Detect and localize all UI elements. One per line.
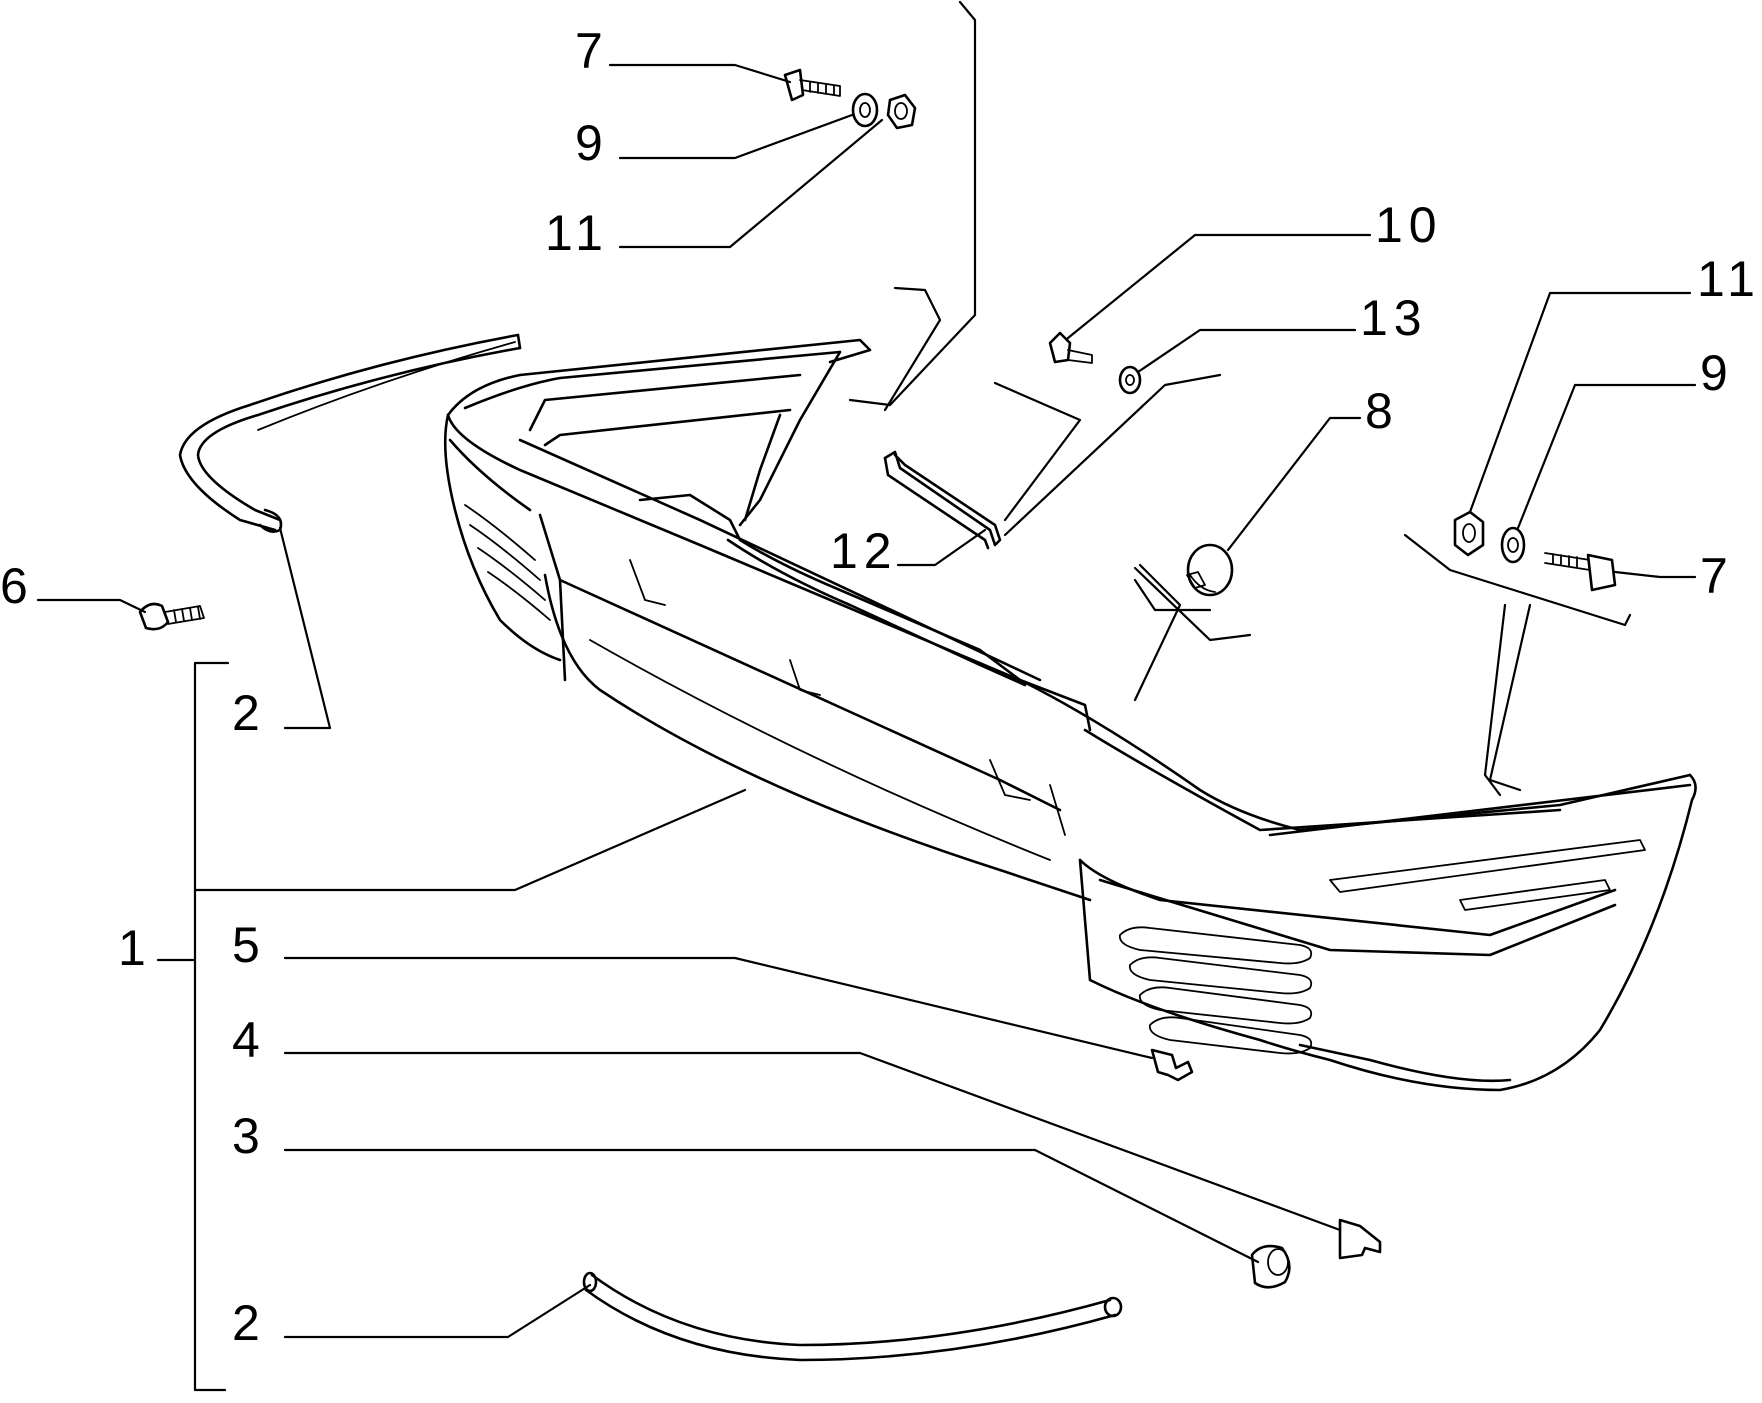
callout-13: 13	[1360, 290, 1428, 346]
callout-2-top: 2	[232, 685, 266, 741]
nut-part-11-top	[886, 93, 917, 130]
clip-part-5	[1150, 1048, 1194, 1082]
grommet-part-8	[1186, 543, 1234, 597]
callout-3: 3	[232, 1108, 266, 1164]
screw-part-6	[138, 602, 205, 631]
callout-8: 8	[1365, 383, 1399, 439]
washer-part-9-right	[1500, 526, 1526, 564]
callout-12: 12	[830, 523, 898, 579]
callout-9-right: 9	[1700, 345, 1734, 401]
t-bolt-part-7-top	[783, 68, 841, 102]
callout-9-top: 9	[575, 115, 609, 171]
mounting-bracket	[883, 450, 1002, 550]
callout-6: 6	[0, 558, 34, 614]
clip-part-4	[1338, 1218, 1382, 1260]
leader-lines	[36, 0, 1697, 1392]
callout-11-top: 11	[545, 205, 609, 261]
callout-2-bottom: 2	[232, 1295, 266, 1351]
callout-7-top: 7	[575, 23, 609, 79]
bushing-part-3	[1250, 1244, 1291, 1289]
upper-moulding-strip	[178, 333, 522, 533]
callout-10: 10	[1375, 197, 1443, 253]
bumper-cover	[443, 338, 1697, 1092]
screw-part-10	[1048, 331, 1093, 364]
callout-4: 4	[232, 1012, 266, 1068]
washer-part-13	[1118, 365, 1142, 395]
callout-5: 5	[232, 917, 266, 973]
callout-11-right: 11	[1697, 251, 1761, 307]
lower-moulding-strip	[582, 1271, 1123, 1362]
callout-1: 1	[118, 920, 152, 976]
callout-labels: 7 9 11 10 13 8 11 9 7 12 6 2 1 5 4 3 2	[0, 23, 1761, 1351]
nut-part-11-right	[1453, 510, 1485, 557]
washer-part-9-top	[851, 92, 879, 128]
callout-7-right: 7	[1700, 548, 1734, 604]
t-bolt-part-7-right	[1544, 552, 1617, 592]
